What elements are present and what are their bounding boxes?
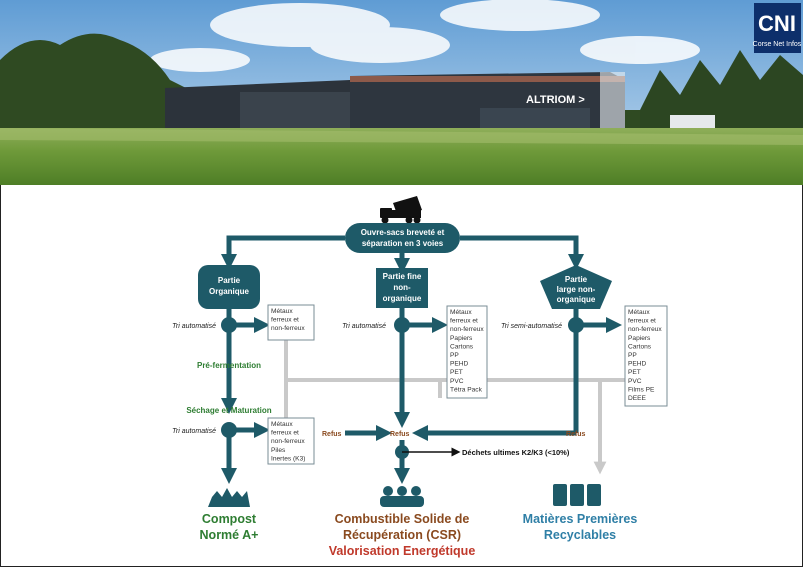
fine-line2: non- bbox=[393, 283, 411, 292]
cni-logo-main: CNI bbox=[758, 11, 796, 36]
compost-label-line2: Normé A+ bbox=[200, 528, 259, 542]
list-item: ferreux et bbox=[450, 318, 478, 325]
list-item: DEEE bbox=[628, 395, 647, 402]
list-box-3 bbox=[624, 305, 668, 407]
tri-label-large: Tri semi-automatisé bbox=[501, 323, 562, 330]
tri-label-maturation: Tri automatisé bbox=[172, 428, 216, 435]
list-item: Métaux bbox=[271, 421, 293, 428]
list-item: ferreux et bbox=[628, 318, 656, 325]
list-item: Inertes (K3) bbox=[271, 455, 305, 462]
list-item: Métaux bbox=[271, 308, 293, 315]
csr-label-line2: Récupération (CSR) bbox=[343, 528, 461, 542]
ouvre-sacs-box bbox=[345, 223, 460, 253]
large-line1: Partie bbox=[565, 275, 588, 284]
list-box-2-items: Métaux ferreux etnon-ferreuxPapiersCarton… bbox=[450, 309, 484, 393]
ouvre-sacs-line1: Ouvre-sacs breveté et bbox=[361, 228, 445, 237]
tri-label-organique: Tri automatisé bbox=[172, 323, 216, 330]
compost-label-line1: Compost bbox=[202, 512, 257, 526]
clouds bbox=[150, 0, 700, 72]
partie-large-box bbox=[540, 265, 612, 309]
dechets-label: Déchets ultimes K2/K3 (<10%) bbox=[462, 448, 570, 457]
prefermentation-label: Pré-fermentation bbox=[197, 361, 261, 370]
list-item: Papiers bbox=[628, 335, 651, 342]
list-item: Piles bbox=[271, 447, 286, 454]
tree-line-right bbox=[640, 50, 803, 130]
organique-line1: Partie bbox=[218, 276, 241, 285]
csr-label-line1: Combustible Solide de bbox=[335, 512, 470, 526]
refus-label-right: Refus bbox=[566, 431, 586, 438]
list-item: Cartons bbox=[628, 343, 652, 350]
list-item: PVC bbox=[628, 378, 642, 385]
list-item: non-ferreux bbox=[450, 326, 484, 333]
list-item: Cartons bbox=[450, 343, 474, 350]
dump-truck-icon bbox=[380, 196, 422, 224]
list-item: PEHD bbox=[450, 361, 469, 368]
list-box-1 bbox=[267, 304, 315, 341]
list-item: PET bbox=[450, 369, 463, 376]
list-box-3-items: Métaux ferreux etnon-ferreuxPapiersCarton… bbox=[628, 309, 662, 402]
list-item: ferreux et bbox=[271, 317, 299, 324]
large-line3: organique bbox=[557, 295, 596, 304]
process-diagram: Ouvre-sacs breveté et séparation en 3 vo… bbox=[0, 185, 803, 567]
list-item: PP bbox=[628, 352, 637, 359]
list-item: Tétra Pack bbox=[450, 386, 483, 393]
junction-dots bbox=[221, 317, 584, 459]
mp-label-line1: Matières Premières bbox=[523, 512, 638, 526]
fine-line1: Partie fine bbox=[383, 272, 422, 281]
csr-label-line3: Valorisation Energétique bbox=[329, 544, 476, 558]
list-item: Papiers bbox=[450, 335, 473, 342]
tri-label-fine: Tri automatisé bbox=[342, 323, 386, 330]
list-item: non-ferreux bbox=[271, 325, 305, 332]
partie-organique-box bbox=[198, 265, 260, 309]
organique-line2: Organique bbox=[209, 287, 250, 296]
list-item: PEHD bbox=[628, 361, 647, 368]
mp-label-line2: Recyclables bbox=[544, 528, 616, 542]
list-item: ferreux et bbox=[271, 430, 299, 437]
field-highlight bbox=[0, 128, 803, 145]
partie-fine-box bbox=[376, 268, 428, 308]
csr-pellets-icon bbox=[380, 486, 424, 507]
list-item: PET bbox=[628, 369, 641, 376]
list-box-2 bbox=[446, 305, 488, 399]
list-box-4-items: Métaux ferreux etnon-ferreuxPilesInertes … bbox=[271, 421, 305, 462]
cni-logo-sub: Corse Net Infos bbox=[753, 41, 802, 48]
list-box-4 bbox=[267, 417, 315, 465]
list-item: Films PE bbox=[628, 386, 655, 393]
building: ALTRIOM > bbox=[165, 72, 715, 140]
fine-line3: organique bbox=[383, 294, 422, 303]
list-item: non-ferreux bbox=[271, 438, 305, 445]
refus-label-center: Refus bbox=[390, 431, 410, 438]
ouvre-sacs-line2: séparation en 3 voies bbox=[362, 239, 444, 248]
compost-icon bbox=[208, 488, 250, 507]
list-item: Métaux bbox=[450, 309, 472, 316]
bales-icon bbox=[553, 484, 601, 506]
sechage-label: Séchage et Maturation bbox=[186, 406, 271, 415]
list-item: non-ferreux bbox=[628, 326, 662, 333]
list-item: PVC bbox=[450, 378, 464, 385]
large-line2: large non- bbox=[557, 285, 596, 294]
building-sign: ALTRIOM > bbox=[526, 94, 585, 106]
list-item: Métaux bbox=[628, 309, 650, 316]
refus-label-left: Refus bbox=[322, 431, 342, 438]
cni-logo: CNI Corse Net Infos bbox=[753, 3, 802, 53]
list-item: PP bbox=[450, 352, 459, 359]
recycling-gray-lines bbox=[284, 340, 625, 475]
facility-photo: ALTRIOM > CNI Corse Net Infos bbox=[0, 0, 803, 185]
